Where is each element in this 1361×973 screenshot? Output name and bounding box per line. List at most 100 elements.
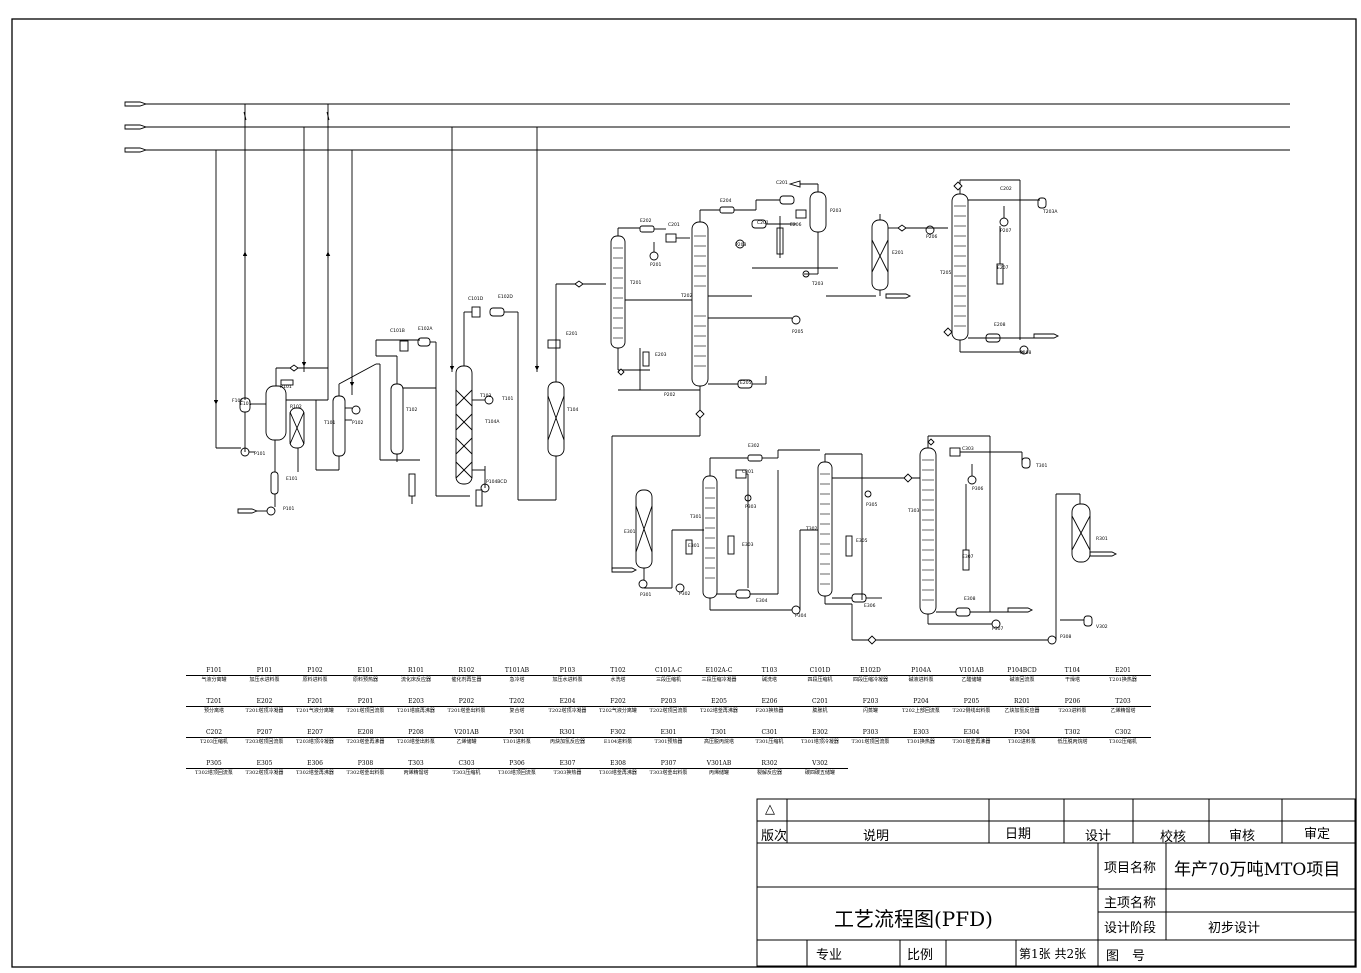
legend-description: 闪蒸罐 (862, 708, 878, 714)
equipment-tag: P104BCD (486, 479, 507, 485)
legend-code: T203 (1095, 699, 1151, 707)
legend-description: 加压水进料泵 (249, 677, 280, 683)
equipment-tag: E308 (964, 596, 976, 602)
legend-code: P307 (640, 761, 697, 769)
drawing-title: 工艺流程图(PFD) (834, 907, 993, 931)
equipment-tag: E306 (864, 603, 876, 609)
legend-code: E305 (236, 761, 293, 769)
legend-description: 催化剂再生器 (451, 677, 482, 683)
equipment-tag: V302 (1096, 624, 1108, 630)
legend-code: T101AB (489, 668, 545, 676)
legend-description: T301换热器 (907, 739, 935, 745)
legend-description: 膨胀机 (812, 708, 828, 714)
legend-code: T104 (1044, 668, 1101, 676)
section-ethylene (610, 179, 1060, 570)
equipment-tag: E102A (418, 326, 433, 332)
legend-description: T201塔釜出料泵 (447, 708, 486, 714)
equipment-tag: T203 (811, 281, 823, 287)
legend-code: T102 (590, 668, 646, 676)
legend-code: P205 (943, 699, 1000, 707)
header-approve: 审定 (1304, 827, 1331, 842)
legend-code: P204 (893, 699, 949, 707)
legend-code: V101AB (943, 668, 1000, 676)
legend-description: T301压缩机 (755, 739, 784, 745)
equipment-tag: E201 (892, 250, 904, 256)
header-design: 设计 (1085, 829, 1112, 844)
legend-description: 三段压缩冷凝器 (701, 677, 737, 683)
legend-code: E102D (842, 668, 899, 676)
legend-description: T202塔釜再沸器 (700, 708, 738, 714)
equipment-tag: P305 (866, 502, 877, 508)
legend-code: P203 (640, 699, 697, 707)
header-review: 审核 (1229, 829, 1256, 844)
equipment-tag: P102 (352, 420, 363, 426)
legend-code: T201 (186, 699, 242, 707)
section-reaction (216, 280, 606, 516)
title-block-grid (756, 798, 1356, 967)
legend-description: T303压缩机 (452, 770, 481, 776)
main-item-label: 主项名称 (1104, 896, 1157, 911)
header-date: 日期 (1005, 827, 1032, 842)
legend-description: 高压脱丙烷塔 (703, 739, 734, 745)
legend-description: T203塔顶回流泵 (245, 739, 284, 745)
equipment-tag: E303 (742, 542, 754, 548)
equipment-tag: C301 (742, 469, 754, 475)
legend-description: 碳四碳五储罐 (804, 770, 835, 776)
equipment-tag: P308 (1060, 634, 1071, 640)
scale-label: 比例 (907, 948, 934, 963)
equipment-tag: T301 (689, 514, 701, 520)
legend-code: E303 (893, 730, 949, 738)
legend-description: T302塔顶回流泵 (195, 770, 233, 776)
legend-code: R301 (539, 730, 596, 738)
legend-code: R201 (994, 699, 1050, 707)
legend-code: C302 (1095, 730, 1151, 738)
equipment-tag: E102D (498, 294, 513, 300)
legend-code: P104BCD (994, 668, 1050, 676)
equipment-tag: E301 (624, 529, 636, 535)
equipment-tag: P203 (830, 208, 841, 214)
legend-code: C303 (438, 761, 495, 769)
section-propylene (611, 435, 1118, 645)
legend-description: 复合塔 (509, 708, 525, 714)
equipment-tag: C201 (668, 222, 680, 228)
utility-lines (124, 101, 1290, 448)
equipment-tag: E208 (994, 322, 1006, 328)
equipment-tag: P306 (972, 486, 983, 492)
legend-description: T203塔釜出料泵 (397, 739, 435, 745)
legend-code: P104A (893, 668, 949, 676)
legend-description: T302塔釜出料泵 (346, 770, 385, 776)
legend-description: 三段压缩机 (655, 677, 681, 683)
legend-description: T303塔顶回流泵 (498, 770, 536, 776)
legend-description: T202上部回流泵 (902, 708, 940, 714)
legend-code: T303 (388, 761, 444, 769)
legend-code: C101D (792, 668, 848, 676)
legend-code: E203 (388, 699, 444, 707)
revision-symbol: △ (765, 802, 775, 817)
legend-description: T303换热器 (553, 770, 582, 776)
legend-code: P303 (842, 730, 899, 738)
equipment-tag: T101 (501, 396, 513, 402)
legend-code: V201AB (438, 730, 495, 738)
